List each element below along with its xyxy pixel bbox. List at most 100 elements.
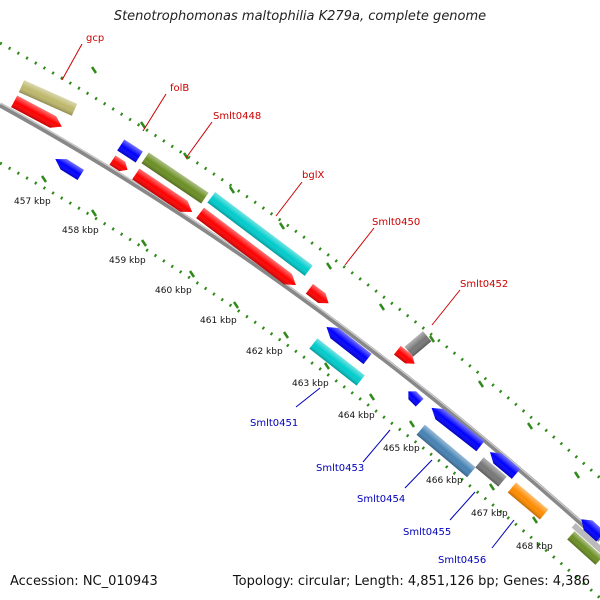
feature-shade: [141, 152, 209, 204]
feature-Smlt0454[interactable]: [416, 424, 476, 478]
outer-major-tick: [526, 422, 534, 430]
kbp-label: 459 kbp: [109, 256, 146, 266]
outer-major-tick: [428, 335, 436, 343]
feature-shade: [117, 139, 143, 163]
feature-bglX[interactable]: [207, 192, 313, 276]
backbone-highlight: [0, 102, 600, 539]
outer-major-tick: [90, 66, 98, 74]
feature-shade: [207, 192, 313, 276]
inner-major-tick: [323, 362, 331, 370]
label-connector: [295, 387, 321, 408]
label-connector: [275, 181, 303, 217]
feature-shade: [196, 207, 296, 286]
label-connector: [431, 289, 461, 326]
edge-stripe-shape: [571, 523, 600, 557]
feature-shade: [567, 531, 600, 565]
gene-label-bglX[interactable]: bglX: [302, 170, 324, 181]
topology-label: Topology: circular; Length: 4,851,126 bp…: [232, 574, 590, 589]
edge-stripe: [571, 523, 600, 557]
kbp-label: 466 kbp: [426, 476, 463, 486]
label-connector: [491, 519, 515, 549]
feature-Smlt0450[interactable]: [305, 283, 332, 308]
outer-major-tick: [477, 380, 485, 388]
labels: 457 kbp 458 kbp 459 kbp 460 kbp 461 kbp 462 k…: [14, 33, 553, 566]
feature-shade: [489, 452, 521, 479]
feature-Smlt0451[interactable]: [323, 322, 372, 365]
kbp-label: 467 kbp: [471, 509, 508, 519]
feature-Smlt0455[interactable]: [486, 447, 521, 479]
feature-shade: [475, 457, 507, 487]
feature-shade: [309, 338, 365, 386]
outer-major-tick: [278, 222, 286, 230]
feature-Smlt0453[interactable]: [404, 387, 424, 407]
feature-shade: [18, 80, 78, 116]
kbp-label: 457 kbp: [14, 197, 51, 207]
gene-label-Smlt0451[interactable]: Smlt0451: [250, 418, 298, 429]
kbp-label: 464 kbp: [338, 411, 375, 421]
feature-shade: [416, 424, 476, 478]
map-title: Stenotrophomonas maltophilia K279a, comp…: [113, 9, 487, 24]
inner-major-tick: [90, 209, 98, 217]
accession-label: Accession: NC_010943: [10, 574, 158, 589]
feature-shade: [55, 159, 84, 181]
feature-Smlt0455-a[interactable]: [475, 457, 507, 487]
feature-Smlt0448[interactable]: [141, 152, 209, 204]
feature-Smlt0452[interactable]: [404, 331, 432, 357]
inner-major-tick: [488, 483, 496, 491]
label-connector: [142, 93, 167, 132]
feature-shade: [507, 482, 549, 520]
kbp-label: 468 kbp: [516, 542, 553, 552]
feature-left-blue[interactable]: [52, 154, 84, 181]
gene-label-Smlt0455[interactable]: Smlt0455: [403, 527, 451, 538]
feature-Smlt0448-cds[interactable]: [132, 168, 196, 218]
feature-shade: [404, 331, 432, 357]
feature-bglX-cds[interactable]: [196, 207, 300, 291]
feature-folB-cds[interactable]: [109, 155, 130, 174]
inner-major-tick: [531, 516, 539, 524]
kbp-label: 461 kbp: [200, 316, 237, 326]
feature-gcp[interactable]: [18, 80, 78, 116]
label-connector: [362, 429, 391, 463]
gene-label-Smlt0453[interactable]: Smlt0453: [316, 463, 364, 474]
label-connector: [185, 121, 213, 159]
inner-major-tick: [368, 393, 376, 401]
feature-shade: [109, 155, 128, 172]
feature-shade: [11, 95, 62, 128]
feature-shade: [431, 407, 485, 452]
kbp-label: 465 kbp: [383, 444, 420, 454]
feature-Smlt0456[interactable]: [507, 482, 549, 520]
outer-major-tick: [378, 303, 386, 311]
outer-major-tick: [139, 121, 147, 129]
outer-major-tick: [182, 152, 190, 160]
kbp-label: 462 kbp: [246, 347, 283, 357]
feature-Smlt0454-a[interactable]: [428, 403, 485, 452]
label-lines: [61, 43, 515, 549]
feature-shade: [581, 519, 600, 542]
feature-gcp-cds[interactable]: [11, 95, 65, 133]
gene-label-Smlt0454[interactable]: Smlt0454: [357, 494, 405, 505]
feature-edge-olive[interactable]: [567, 531, 600, 565]
label-connector: [61, 43, 83, 81]
gene-label-gcp[interactable]: gcp: [86, 33, 104, 44]
feature-folB[interactable]: [117, 139, 143, 163]
gene-label-Smlt0456[interactable]: Smlt0456: [438, 555, 486, 566]
outer-major-tick: [325, 262, 333, 270]
feature-Smlt0452-cds[interactable]: [393, 345, 418, 368]
inner-major-tick: [140, 239, 148, 247]
inner-major-tick: [188, 270, 196, 278]
kbp-label: 458 kbp: [62, 226, 99, 236]
label-connector: [344, 227, 375, 266]
gene-label-folB[interactable]: folB: [170, 83, 189, 94]
gene-label-Smlt0448[interactable]: Smlt0448: [213, 111, 261, 122]
feature-shade: [132, 168, 193, 213]
gene-label-Smlt0452[interactable]: Smlt0452: [460, 279, 508, 290]
feature-Smlt0451-cds[interactable]: [309, 338, 365, 386]
gene-label-Smlt0450[interactable]: Smlt0450: [372, 217, 420, 228]
label-connector: [404, 459, 433, 489]
kbp-label: 460 kbp: [155, 286, 192, 296]
inner-major-tick: [40, 175, 48, 183]
feature-edge-blue[interactable]: [577, 514, 600, 542]
inner-major-tick: [408, 420, 416, 428]
outer-major-tick: [573, 471, 581, 479]
